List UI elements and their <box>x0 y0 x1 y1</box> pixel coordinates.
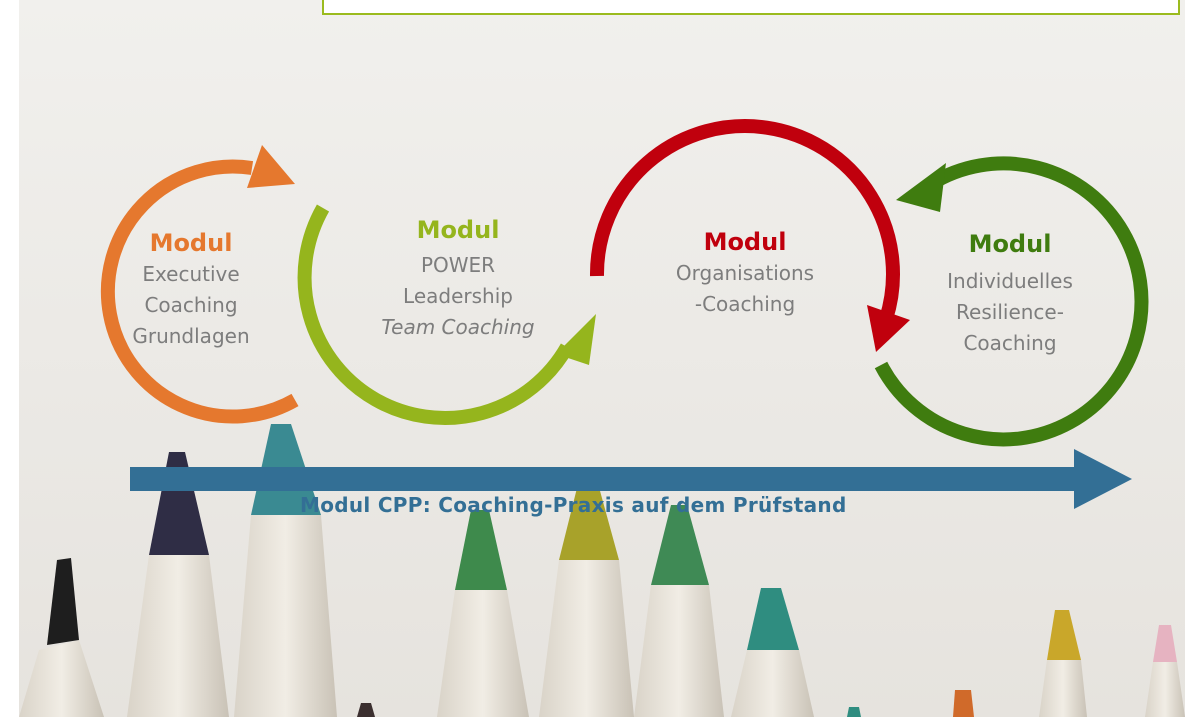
lime-cycle-arrow <box>297 204 574 425</box>
cpp-module-label: Modul CPP: Coaching-Praxis auf dem Prüfs… <box>300 493 847 517</box>
module-line: Leadership <box>403 284 513 308</box>
module-organisations-coaching: Modul Organisations -Coaching <box>650 227 840 320</box>
module-line: Resilience- <box>956 300 1064 324</box>
green-cycle-arrow <box>874 156 1149 447</box>
module-line: Coaching <box>144 293 238 317</box>
module-line: Grundlagen <box>132 324 250 348</box>
red-arrowhead <box>867 305 910 352</box>
module-line: Organisations <box>675 261 815 285</box>
green-arrowhead <box>896 163 946 212</box>
module-line-italic: Team Coaching <box>381 315 535 339</box>
module-line: POWER <box>420 253 496 277</box>
module-resilience-coaching: Modul Individuelles Resilience- Coaching <box>920 229 1100 359</box>
module-line: Individuelles <box>947 269 1073 293</box>
module-line: -Coaching <box>694 292 796 316</box>
red-cycle-arrow <box>589 119 900 322</box>
lime-arrowhead <box>556 314 596 365</box>
module-heading: Modul <box>703 228 787 256</box>
orange-cycle-arrow <box>100 159 299 424</box>
module-heading: Modul <box>968 230 1052 258</box>
module-executive-coaching: Modul Executive Coaching Grundlagen <box>106 228 276 352</box>
orange-arrowhead <box>247 145 295 188</box>
module-heading: Modul <box>416 216 500 244</box>
cpp-timeline-bar <box>130 467 1078 491</box>
cpp-timeline-arrowhead <box>1074 449 1132 509</box>
pencils-background-photo <box>19 0 1185 717</box>
module-heading: Modul <box>149 229 233 257</box>
module-line: Coaching <box>963 331 1057 355</box>
module-power-leadership: Modul POWER Leadership Team Coaching <box>358 215 558 343</box>
header-box-outline <box>322 0 1180 15</box>
module-line: Executive <box>142 262 240 286</box>
